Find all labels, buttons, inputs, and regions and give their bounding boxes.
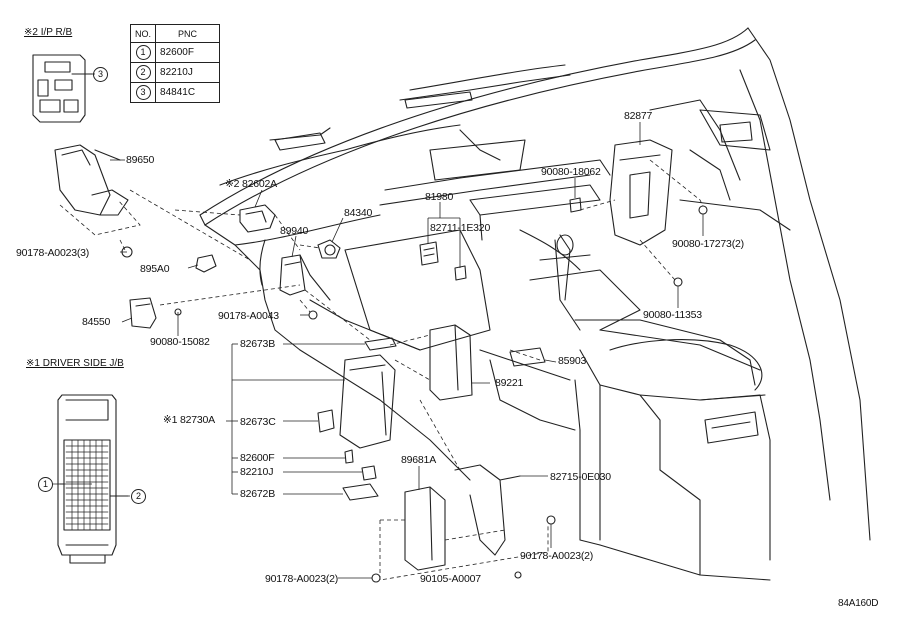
label-85903: 85903 [558,355,587,367]
label-84550: 84550 [82,316,111,328]
part-82673c-shape [317,409,335,433]
label-84340: 84340 [344,207,373,219]
pnc-row-value: 82600F [155,42,221,63]
part-90080-17273-shape [698,205,708,215]
leader-lines [52,73,704,579]
part-89940-shape [279,254,306,296]
pnc-row: 1 82600F [129,42,221,63]
driver-jb-header: ※1 DRIVER SIDE J/B [26,358,124,369]
part-82730a-shape [339,354,396,449]
dashboard-outline [199,27,871,581]
pnc-col-pnc: PNC [155,24,221,43]
label-90080-11353: 90080-11353 [643,309,702,321]
label-90105-a0007: 90105-A0007 [420,573,481,585]
part-84340-shape [317,239,341,259]
label-90080-15082: 90080-15082 [150,336,210,348]
part-85903-shape [509,347,546,367]
pnc-table-header: NO. PNC [129,24,221,43]
part-82711-shape [419,241,467,281]
label-89221: 89221 [495,377,524,389]
part-82602a-shape [239,204,276,233]
pnc-row-no: 3 [135,85,151,100]
callout-3: 3 [93,67,108,82]
part-84550-shape [129,297,182,329]
label-82673b: 82673B [240,338,276,350]
pnc-row-no: 2 [135,65,151,80]
label-90080-18062: 90080-18062 [541,166,601,178]
label-90178-a0023-2-left: 90178-A0023(2) [265,573,339,585]
label-90178-a0023-2-right: 90178-A0023(2) [520,550,594,562]
label-82600f: 82600F [240,452,275,464]
label-90178-a0023-3: 90178-A0023(3) [16,247,90,259]
ip-rb-header: ※2 I/P R/B [24,27,73,38]
label-82877: 82877 [624,110,653,122]
pnc-row: 3 84841C [129,82,221,103]
pnc-table: NO. PNC 1 82600F 2 82210J 3 84841C [129,24,221,103]
part-82715-shape [454,464,521,556]
part-89681a-shape [404,486,446,571]
label-82672b: 82672B [240,488,276,500]
part-90105-a0007-shape [514,571,522,579]
pnc-row-value: 82210J [155,62,221,83]
pnc-row: 2 82210J [129,62,221,83]
part-90080-11353-shape [673,277,683,287]
label-82673c: 82673C [240,416,276,428]
pnc-col-no: NO. [129,24,157,43]
part-89221-shape [429,324,473,401]
label-89940: 89940 [280,225,309,237]
part-90080-18062-shape [569,197,582,213]
label-82715: 82715-0E030 [550,471,611,483]
label-90080-17273: 90080-17273(2) [672,238,744,250]
part-82600f-shape [344,449,354,464]
pnc-row-value: 84841C [155,82,221,103]
driver-jb-fuse-grid [65,439,109,531]
part-82210j-shape [361,465,377,481]
label-82730a: ※1 82730A [163,414,215,426]
label-90178-a0043: 90178-A0043 [218,310,279,322]
diagram-id: 84A160D [838,598,879,609]
label-895a0: 895A0 [140,263,170,275]
part-82877-shape [609,139,673,246]
label-89681a: 89681A [401,454,437,466]
label-89650: 89650 [126,154,155,166]
driver-jb-outline [57,394,129,564]
part-90178-a0043-shape [308,310,318,320]
callout-2: 2 [131,489,146,504]
part-895a0-shape [195,254,217,273]
part-82672b-shape [342,483,379,501]
part-89650-shape [54,144,129,216]
label-81980: 81980 [425,191,454,203]
label-82711: 82711-1E320 [430,222,491,234]
callout-1: 1 [38,477,53,492]
label-82210j: 82210J [240,466,274,478]
pnc-row-no: 1 [135,45,151,60]
part-82673b-shape [364,337,397,351]
label-82602a: ※2 82602A [225,178,277,190]
ip-rb-outline [32,54,93,123]
dashed-assembly-lines [59,159,704,581]
